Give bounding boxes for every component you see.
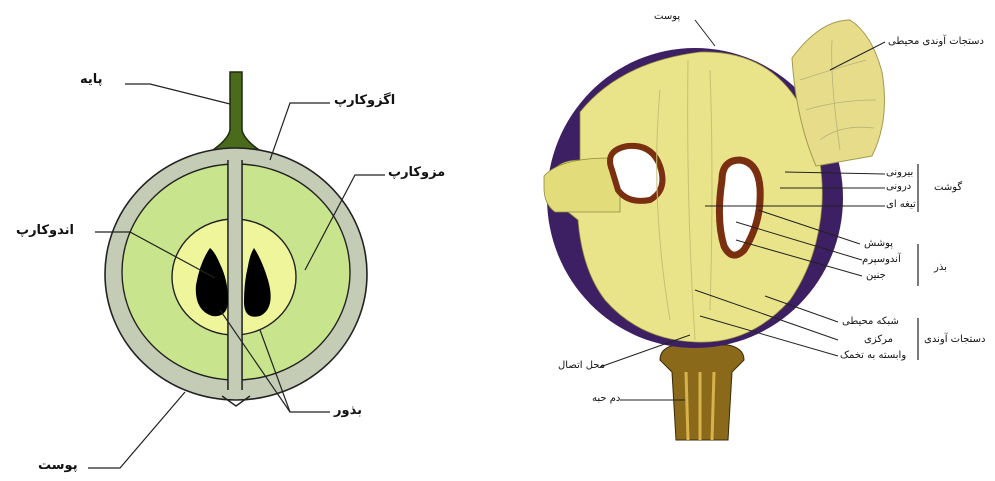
label-flesh-outer: بیرونی [886,167,913,178]
seed-left-cutaway [610,146,662,201]
label-embryo: جنین [866,270,886,281]
label-skin: پوست [38,458,78,473]
label-attachment: محل اتصال [558,360,605,371]
label-endocarp: اندوکارپ [16,223,74,238]
label-skin-right: پوست [654,11,680,22]
label-seed-coat: پوشش [864,238,893,249]
cross-section-drawing [0,0,500,481]
cutaway-drawing [500,0,995,481]
label-vascular-peripheral-network: شبکه محیطی [842,316,899,327]
label-flesh-inner: درونی [886,181,911,192]
berry-cross-section-diagram: پایه اگزوکارپ مزوکارپ اندوکارپ بذور پوست [0,0,500,481]
label-seed-group: بذر [934,262,947,273]
label-flesh-group: گوشت [934,182,962,193]
label-exocarp: اگزوکارپ [334,93,395,108]
label-endosperm: آندوسپرم [862,254,901,265]
label-vascular-group: دستجات آوندی [924,334,985,345]
label-mesocarp: مزوکارپ [388,165,445,180]
stalk-shape [210,72,262,152]
label-flesh-placental: تیغه ای [886,199,916,210]
label-seed: بذور [334,403,362,418]
berry-cutaway-diagram: پوست دستجات آوندی محیطی بیرونی درونی تیغ… [500,0,995,481]
label-vascular-ovule: وابسته به تخمک [840,350,906,361]
label-peripheral-vascular-top: دستجات آوندی محیطی [888,36,984,47]
label-pedicel: دم حبه [592,393,620,404]
label-vascular-central: مرکزی [864,334,893,345]
pedicel-shape [660,345,744,440]
label-stalk: پایه [80,72,103,87]
